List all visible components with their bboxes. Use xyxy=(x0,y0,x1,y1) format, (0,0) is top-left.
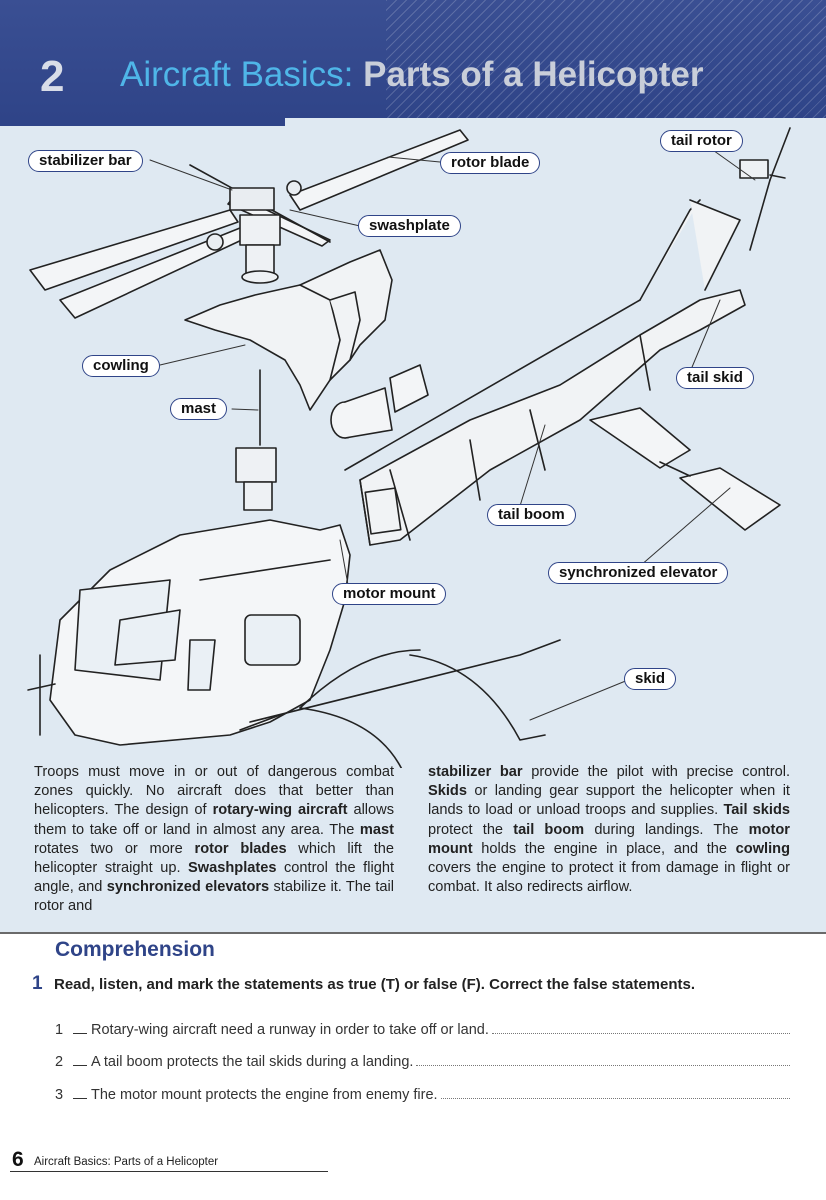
correction-line[interactable] xyxy=(416,1053,790,1066)
swashplate-drawing xyxy=(239,214,281,284)
exercise-number: 1 xyxy=(32,973,43,994)
reading-text: provide the pilot with precise control. xyxy=(522,764,791,780)
statement-number: 2 xyxy=(55,1054,64,1070)
footer-text: Aircraft Basics: Parts of a Helicopter xyxy=(34,1156,219,1168)
statement-text: A tail boom protects the tail skids duri… xyxy=(91,1054,414,1070)
reading-text: covers the engine to protect it from dam… xyxy=(428,860,790,896)
statement-row: 1 Rotary-wing aircraft need a runway in … xyxy=(55,1021,790,1038)
statement-row: 2 A tail boom protects the tail skids du… xyxy=(55,1053,790,1070)
reading-text: or landing gear support the helicopter w… xyxy=(428,783,790,819)
reading-text: stabilize it. The tail rotor and xyxy=(34,879,394,915)
label-skid: skid xyxy=(624,668,677,690)
engine-drawing xyxy=(330,364,429,439)
correction-line[interactable] xyxy=(440,1086,790,1099)
answer-blank[interactable] xyxy=(73,1053,87,1066)
label-synchronized-elevator: synchronized elevator xyxy=(548,562,729,584)
answer-blank[interactable] xyxy=(73,1021,87,1034)
section-divider xyxy=(0,932,826,934)
page-title-part2: Parts of a Helicopter xyxy=(363,55,704,94)
key-term: tail boom xyxy=(513,821,585,838)
key-term: cowling xyxy=(735,840,790,857)
exercise-instruction: Read, listen, and mark the statements as… xyxy=(54,976,696,993)
key-term: Tail skids xyxy=(723,802,790,819)
header-tab-strip xyxy=(0,118,285,126)
unit-header: 2 Aircraft Basics: Parts of a Helicopter xyxy=(0,0,826,120)
statement-number: 1 xyxy=(55,1022,64,1038)
reading-text: Troops must move in or out of dangerous … xyxy=(34,764,394,819)
label-tail-boom: tail boom xyxy=(487,504,576,526)
statement-number: 3 xyxy=(55,1087,64,1103)
cowling-drawing xyxy=(184,249,393,411)
key-term: synchronized elevators xyxy=(106,879,270,896)
reading-text: rotates two or more xyxy=(34,840,195,857)
unit-number: 2 xyxy=(40,52,65,101)
statement-text: Rotary-wing aircraft need a runway in or… xyxy=(91,1022,489,1038)
fuselage-drawing xyxy=(27,519,351,746)
page-number: 6 xyxy=(12,1148,24,1171)
tail-boom-drawing xyxy=(344,199,746,546)
reading-text: during landings. The xyxy=(584,821,749,838)
label-swashplate: swashplate xyxy=(358,215,461,237)
correction-line[interactable] xyxy=(491,1021,790,1034)
reading-paragraph-left: Troops must move in or out of dangerous … xyxy=(34,763,394,917)
label-mast: mast xyxy=(170,398,228,420)
label-tail-rotor: tail rotor xyxy=(660,130,743,152)
header-stripe-pattern xyxy=(386,0,826,120)
reading-text: control the flight angle, and xyxy=(34,860,394,896)
page-title-part1: Aircraft Basics: xyxy=(120,55,354,94)
statement-text: The motor mount protects the engine from… xyxy=(91,1087,438,1103)
statement-row: 3 The motor mount protects the engine fr… xyxy=(55,1086,790,1103)
label-motor-mount: motor mount xyxy=(332,583,447,605)
key-term: Swashplates xyxy=(188,860,277,877)
comprehension-heading: Comprehension xyxy=(55,938,215,961)
label-cowling: cowling xyxy=(82,355,160,377)
key-term: rotary-wing aircraft xyxy=(212,802,348,819)
page-title: Aircraft Basics: Parts of a Helicopter xyxy=(120,55,704,95)
answer-blank[interactable] xyxy=(73,1086,87,1099)
key-term: motor mount xyxy=(428,821,790,857)
key-term: Skids xyxy=(428,783,467,800)
key-term: rotor blades xyxy=(194,840,287,857)
synchronized-elevator-drawing xyxy=(589,407,781,531)
skids-drawing xyxy=(239,639,561,768)
helicopter-exploded-diagram xyxy=(27,127,791,768)
tail-rotor-drawing xyxy=(739,127,791,251)
label-tail-skid: tail skid xyxy=(676,367,754,389)
mast-drawing xyxy=(235,369,277,511)
label-rotor-blade: rotor blade xyxy=(440,152,541,174)
reading-text: allows them to take off or land in almos… xyxy=(34,802,395,838)
reading-text: holds the engine in place, and the xyxy=(472,840,736,857)
footer-rule xyxy=(10,1171,328,1172)
stabilizer-bar-drawing xyxy=(189,164,331,251)
label-stabilizer-bar: stabilizer bar xyxy=(28,150,143,172)
key-term: mast xyxy=(359,821,394,838)
reading-text: protect the xyxy=(428,821,514,838)
reading-text: which lift the helicopter straight up. xyxy=(34,840,394,877)
reading-paragraph-right: stabilizer bar provide the pilot with pr… xyxy=(428,763,790,897)
key-term: stabilizer bar xyxy=(428,764,523,780)
